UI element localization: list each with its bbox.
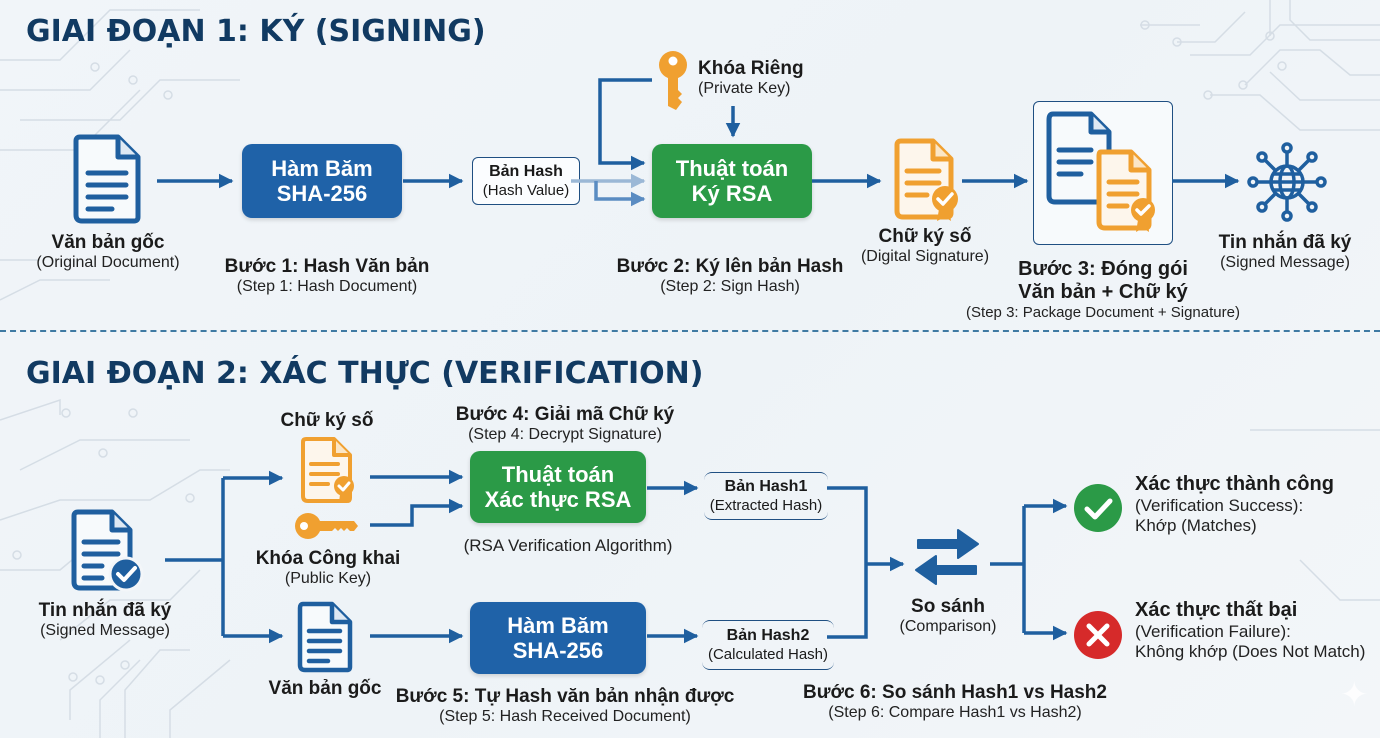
failure-label: Xác thực thất bại (Verification Failure)…: [1135, 599, 1365, 661]
hash-function-line2: SHA-256: [276, 181, 368, 206]
rsa-verify-caption-label: (RSA Verification Algorithm): [440, 536, 696, 556]
document-icon: [73, 134, 141, 224]
arrow-key-to-verify: [370, 498, 464, 527]
hash-value-subtitle: (Hash Value): [482, 181, 570, 199]
step2-subtitle: (Step 2: Sign Hash): [660, 277, 800, 295]
hash-value-box: Bản Hash (Hash Value): [472, 157, 580, 205]
hash1-title: Bản Hash1: [724, 478, 808, 496]
step3-subtitle-label: (Step 3: Package Document + Signature): [940, 304, 1266, 321]
hash1-box: Bản Hash1 (Extracted Hash): [704, 472, 828, 520]
key-icon: [659, 51, 687, 110]
step4-subtitle: (Step 4: Decrypt Signature): [468, 425, 662, 443]
stage2-signed-message-subtitle: (Signed Message): [40, 621, 170, 639]
success-result: Khớp (Matches): [1135, 515, 1257, 535]
hash2-box: Bản Hash2 (Calculated Hash): [702, 620, 834, 670]
step1-title: Bước 1: Hash Văn bản: [224, 256, 430, 277]
network-globe-icon: [1247, 142, 1327, 222]
hash1-subtitle: (Extracted Hash): [709, 496, 823, 514]
document-check-icon: [71, 509, 144, 592]
stage2-original-doc-label: Văn bản gốc: [250, 678, 400, 700]
step4-label: Bước 4: Giải mã Chữ ký (Step 4: Decrypt …: [440, 404, 690, 444]
signed-message-title: Tin nhắn đã ký: [1218, 232, 1352, 253]
stage2-hash-function-line2: SHA-256: [512, 638, 604, 663]
failure-title: Xác thực thất bại: [1135, 599, 1298, 621]
stage2-hash-function-line1: Hàm Băm: [507, 612, 609, 638]
hash-function-box: Hàm Băm SHA-256: [242, 144, 402, 218]
public-key-title: Khóa Công khai: [255, 548, 401, 569]
step5-label: Bước 5: Tự Hash văn bản nhận được (Step …: [390, 686, 740, 726]
stage2-signed-message-title: Tin nhắn đã ký: [38, 600, 172, 621]
signed-message-subtitle: (Signed Message): [1220, 253, 1350, 271]
arrow-hash1-to-compare: [827, 486, 868, 639]
original-document-title: Văn bản gốc: [51, 232, 165, 253]
stage2-signature-title: Chữ ký số: [280, 410, 374, 431]
step6-subtitle: (Step 6: Compare Hash1 vs Hash2): [828, 703, 1082, 721]
hash-function-line1: Hàm Băm: [271, 155, 373, 181]
step2-title: Bước 2: Ký lên bản Hash: [616, 256, 844, 277]
private-key-subtitle: (Private Key): [698, 79, 791, 97]
success-subtitle: (Verification Success):: [1135, 496, 1304, 515]
step2-label: Bước 2: Ký lên bản Hash (Step 2: Sign Ha…: [610, 256, 850, 296]
hash2-subtitle: (Calculated Hash): [707, 645, 829, 663]
original-document-subtitle: (Original Document): [36, 253, 180, 271]
step3-label: Bước 3: Đóng gói Văn bản + Chữ ký: [992, 258, 1214, 304]
stage2-signature-label: Chữ ký số: [262, 410, 392, 432]
key-icon: [295, 513, 358, 539]
step5-title: Bước 5: Tự Hash văn bản nhận được: [395, 686, 735, 707]
original-document-label: Văn bản gốc (Original Document): [18, 232, 198, 272]
public-key-label: Khóa Công khai (Public Key): [240, 548, 416, 588]
stage2-hash-function-box: Hàm Băm SHA-256: [470, 602, 646, 674]
digital-signature-subtitle: (Digital Signature): [860, 247, 990, 265]
compare-label: So sánh (Comparison): [886, 596, 1010, 636]
step3-title-line1: Bước 3: Đóng gói: [1018, 258, 1188, 280]
rsa-verify-caption: (RSA Verification Algorithm): [463, 536, 673, 555]
stage2-title: GIAI ĐOẠN 2: XÁC THỰC (VERIFICATION): [26, 356, 704, 391]
certificate-icon: [894, 138, 958, 221]
step3-subtitle: (Step 3: Package Document + Signature): [966, 304, 1240, 321]
step3-title-line2: Văn bản + Chữ ký: [1018, 281, 1188, 303]
rsa-verify-line2: Xác thực RSA: [484, 487, 632, 512]
private-key-title: Khóa Riêng: [698, 58, 804, 79]
x-circle-icon: [1074, 611, 1122, 659]
hash-value-title: Bản Hash: [489, 163, 563, 181]
certificate-icon: [301, 437, 354, 503]
arrow-hashvalue-to-sign-2: [594, 181, 646, 207]
sparkle-icon: ✦: [1340, 676, 1369, 714]
success-label: Xác thực thành công (Verification Succes…: [1135, 473, 1334, 535]
success-title: Xác thực thành công: [1135, 473, 1334, 495]
package-documents-icon: [1046, 111, 1155, 232]
digital-signature-label: Chữ ký số (Digital Signature): [842, 226, 1008, 266]
hash2-title: Bản Hash2: [726, 627, 810, 645]
public-key-subtitle: (Public Key): [284, 569, 372, 587]
check-circle-icon: [1074, 484, 1122, 532]
arrow-key-loop: [598, 78, 652, 171]
failure-result: Không khớp (Does Not Match): [1135, 641, 1366, 661]
stage2-original-doc-title: Văn bản gốc: [268, 678, 382, 699]
failure-subtitle: (Verification Failure):: [1135, 622, 1291, 641]
step1-label: Bước 1: Hash Văn bản (Step 1: Hash Docum…: [212, 256, 442, 296]
rsa-verify-algorithm-box: Thuật toán Xác thực RSA: [470, 451, 646, 523]
step1-subtitle: (Step 1: Hash Document): [236, 277, 418, 295]
step6-title: Bước 6: So sánh Hash1 vs Hash2: [803, 682, 1107, 703]
stage-divider: [0, 330, 1380, 332]
compare-subtitle: (Comparison): [899, 617, 997, 635]
signed-message-label: Tin nhắn đã ký (Signed Message): [1200, 232, 1370, 272]
step4-title: Bước 4: Giải mã Chữ ký: [455, 404, 675, 425]
compare-title: So sánh: [911, 596, 985, 617]
rsa-verify-line1: Thuật toán: [501, 461, 615, 487]
rsa-sign-line2: Ký RSA: [691, 181, 773, 206]
rsa-sign-line1: Thuật toán: [675, 155, 789, 181]
private-key-label: Khóa Riêng (Private Key): [698, 58, 804, 98]
swap-arrows-icon: [915, 529, 979, 585]
step5-subtitle: (Step 5: Hash Received Document): [439, 707, 691, 725]
stage1-title: GIAI ĐOẠN 1: KÝ (SIGNING): [26, 14, 486, 49]
digital-signature-title: Chữ ký số: [878, 226, 972, 247]
stage2-signed-message-label: Tin nhắn đã ký (Signed Message): [20, 600, 190, 640]
rsa-sign-algorithm-box: Thuật toán Ký RSA: [652, 144, 812, 218]
document-icon: [297, 601, 353, 673]
step6-label: Bước 6: So sánh Hash1 vs Hash2 (Step 6: …: [800, 682, 1110, 722]
